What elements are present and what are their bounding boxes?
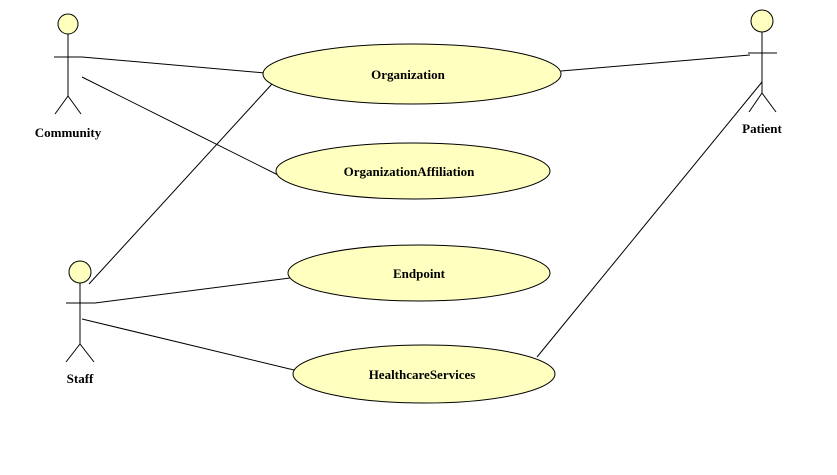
usecase-endpoint-label: Endpoint [393,266,446,281]
actor-patient-label: Patient [742,121,782,136]
usecase-healthcare-services-shape [292,344,556,404]
usecase-organization-affiliation[interactable]: OrganizationAffiliation [275,142,551,200]
actor-patient-left-leg [748,92,763,113]
actor-community-head [57,13,79,35]
association-community-organizationaffiliation[interactable] [81,76,281,177]
actor-staff-label: Staff [67,371,94,386]
actor-community[interactable]: Community [35,13,102,140]
usecase-organization[interactable]: Organization [262,43,562,105]
actor-staff-head [68,260,92,284]
actor-staff-left-leg [65,343,81,363]
association-community-organization[interactable] [81,56,266,74]
actor-patient-head [750,9,774,33]
association-staff-healthcareservices[interactable] [81,318,295,371]
usecase-organization-shape [262,43,562,105]
actor-staff-right-leg [79,343,95,363]
association-staff-organization[interactable] [88,83,273,285]
actor-staff[interactable]: Staff [65,260,95,386]
usecase-healthcare-services[interactable]: HealthcareServices [292,344,556,404]
usecase-endpoint-shape [287,244,551,302]
actor-community-left-leg [54,95,69,115]
association-patient-organization[interactable] [560,54,751,72]
actor-community-right-leg [67,95,82,115]
association-staff-endpoint[interactable] [94,277,291,304]
actor-patient[interactable]: Patient [742,9,783,136]
usecase-organization-affiliation-shape [275,142,551,200]
usecase-endpoint[interactable]: Endpoint [287,244,551,302]
actor-community-label: Community [35,125,102,140]
associations [81,54,763,371]
usecase-organization-label: Organization [371,67,445,82]
usecase-healthcare-services-label: HealthcareServices [369,367,476,382]
actor-patient-right-leg [761,92,777,113]
association-patient-healthcareservices[interactable] [536,81,763,358]
usecase-organization-affiliation-label: OrganizationAffiliation [344,164,475,179]
